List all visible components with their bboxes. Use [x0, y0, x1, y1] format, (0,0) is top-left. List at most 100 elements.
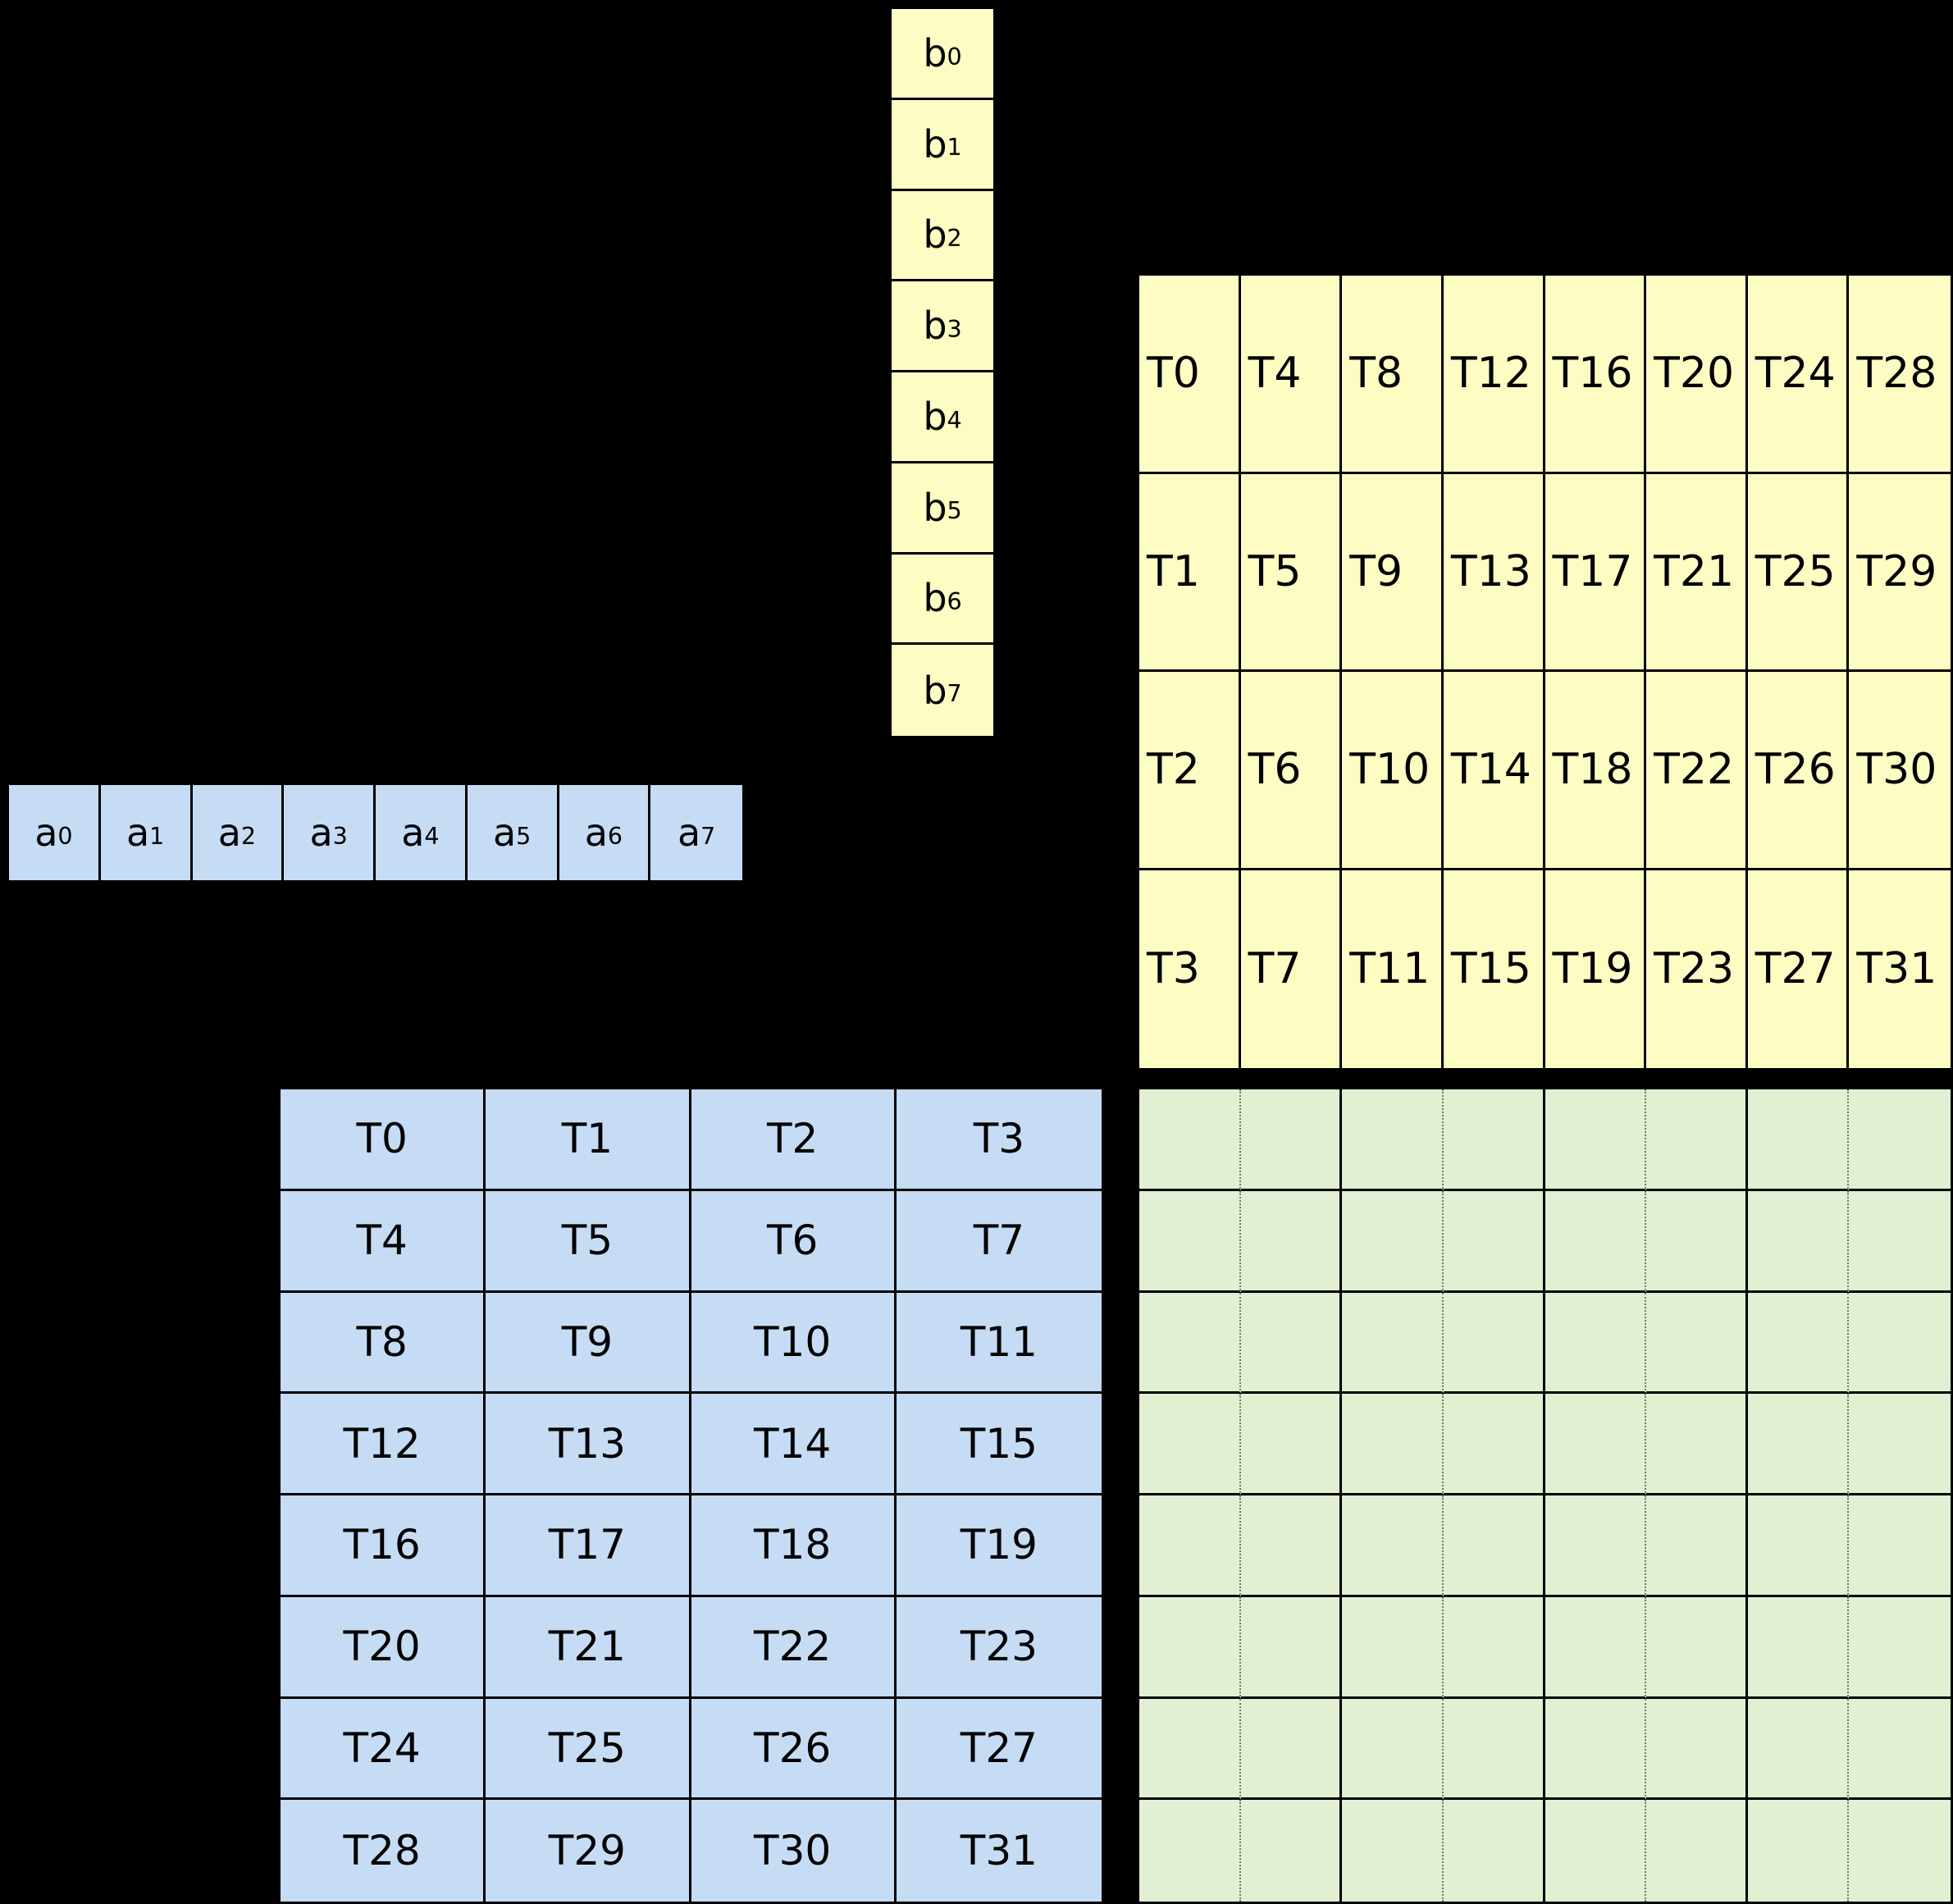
output-cell-55 — [1849, 1698, 1951, 1801]
b-thread-30: T27 — [1747, 870, 1850, 1068]
b-thread-0: T0 — [1139, 276, 1241, 474]
b-thread-17: T6 — [1240, 672, 1343, 870]
output-cell-12 — [1545, 1190, 1647, 1293]
output-cell-45 — [1646, 1596, 1748, 1699]
b-thread-3: T12 — [1443, 276, 1545, 474]
output-cell-38 — [1747, 1495, 1850, 1597]
a-thread-8: T8 — [281, 1292, 486, 1395]
output-cell-3 — [1443, 1089, 1545, 1191]
a-thread-25: T25 — [486, 1698, 691, 1801]
a-thread-5: T5 — [486, 1190, 691, 1293]
a-thread-6: T6 — [691, 1190, 897, 1293]
a-thread-0: T0 — [281, 1089, 486, 1191]
output-cell-20 — [1545, 1292, 1647, 1395]
output-cell-61 — [1646, 1800, 1748, 1902]
b-thread-7: T28 — [1849, 276, 1951, 474]
a-thread-26: T26 — [691, 1698, 897, 1801]
output-cell-16 — [1139, 1292, 1241, 1395]
a-thread-14: T14 — [691, 1394, 897, 1495]
b-thread-9: T5 — [1240, 473, 1343, 672]
a-thread-24: T24 — [281, 1698, 486, 1801]
a-thread-1: T1 — [486, 1089, 691, 1191]
output-grid — [1137, 1087, 1953, 1904]
output-cell-1 — [1240, 1089, 1343, 1191]
output-cell-2 — [1342, 1089, 1444, 1191]
output-cell-44 — [1545, 1596, 1647, 1699]
output-cell-13 — [1646, 1190, 1748, 1293]
a-thread-28: T28 — [281, 1800, 486, 1902]
a-thread-10: T10 — [691, 1292, 897, 1395]
output-cell-34 — [1342, 1495, 1444, 1597]
b-thread-26: T11 — [1342, 870, 1444, 1068]
output-cell-53 — [1646, 1698, 1748, 1801]
output-cell-21 — [1646, 1292, 1748, 1395]
a-thread-13: T13 — [486, 1394, 691, 1495]
a-thread-7: T7 — [896, 1190, 1102, 1293]
b-thread-11: T13 — [1443, 473, 1545, 672]
output-cell-35 — [1443, 1495, 1545, 1597]
output-cell-60 — [1545, 1800, 1647, 1902]
a-thread-2: T2 — [691, 1089, 897, 1191]
output-cell-57 — [1240, 1800, 1343, 1902]
a-thread-27: T27 — [896, 1698, 1102, 1801]
output-cell-15 — [1849, 1190, 1951, 1293]
b-thread-20: T18 — [1545, 672, 1647, 870]
a-thread-3: T3 — [896, 1089, 1102, 1191]
output-cell-37 — [1646, 1495, 1748, 1597]
output-cell-24 — [1139, 1394, 1241, 1495]
output-cell-50 — [1342, 1698, 1444, 1801]
a-thread-29: T29 — [486, 1800, 691, 1902]
b-thread-5: T20 — [1646, 276, 1748, 474]
b-thread-2: T8 — [1342, 276, 1444, 474]
output-cell-51 — [1443, 1698, 1545, 1801]
output-cell-41 — [1240, 1596, 1343, 1699]
a-thread-16: T16 — [281, 1495, 486, 1597]
output-cell-19 — [1443, 1292, 1545, 1395]
b-thread-14: T25 — [1747, 473, 1850, 672]
b-thread-24: T3 — [1139, 870, 1241, 1068]
output-cell-63 — [1849, 1800, 1951, 1902]
output-cell-14 — [1747, 1190, 1850, 1293]
a-thread-20: T20 — [281, 1596, 486, 1699]
output-cell-39 — [1849, 1495, 1951, 1597]
b-thread-25: T7 — [1240, 870, 1343, 1068]
output-cell-46 — [1747, 1596, 1850, 1699]
output-cell-26 — [1342, 1394, 1444, 1495]
output-cell-5 — [1646, 1089, 1748, 1191]
output-cell-62 — [1747, 1800, 1850, 1902]
output-cell-25 — [1240, 1394, 1343, 1495]
output-cell-11 — [1443, 1190, 1545, 1293]
a-thread-23: T23 — [896, 1596, 1102, 1699]
a-thread-4: T4 — [281, 1190, 486, 1293]
output-cell-33 — [1240, 1495, 1343, 1597]
output-cell-49 — [1240, 1698, 1343, 1801]
output-cell-23 — [1849, 1292, 1951, 1395]
output-cell-6 — [1747, 1089, 1850, 1191]
a-thread-19: T19 — [896, 1495, 1102, 1597]
output-cell-7 — [1849, 1089, 1951, 1191]
b-thread-19: T14 — [1443, 672, 1545, 870]
output-cell-22 — [1747, 1292, 1850, 1395]
a-thread-30: T30 — [691, 1800, 897, 1902]
output-cell-18 — [1342, 1292, 1444, 1395]
output-cell-29 — [1646, 1394, 1748, 1495]
output-cell-58 — [1342, 1800, 1444, 1902]
b-thread-21: T22 — [1646, 672, 1748, 870]
output-cell-0 — [1139, 1089, 1241, 1191]
output-cell-56 — [1139, 1800, 1241, 1902]
